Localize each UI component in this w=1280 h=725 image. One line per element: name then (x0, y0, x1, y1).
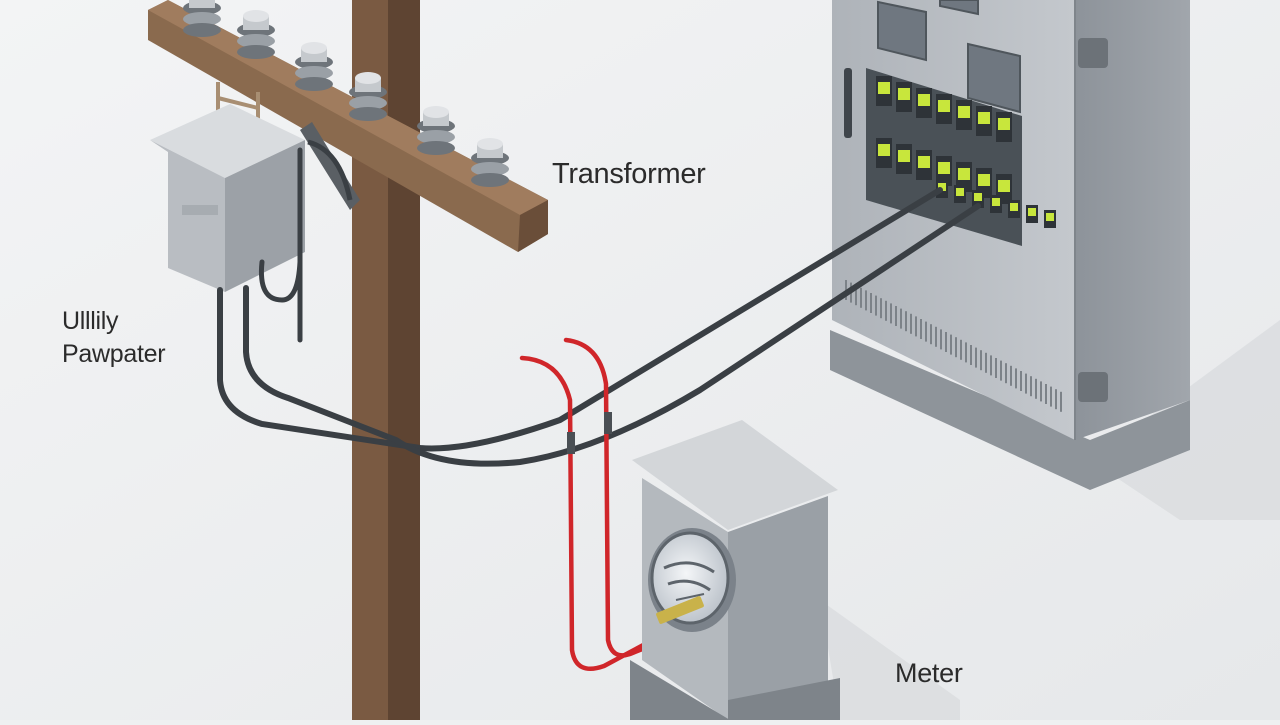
insulator-icon (183, 0, 221, 37)
meter-side (728, 496, 828, 720)
transformer-front (150, 140, 225, 292)
insulator-icon (349, 72, 387, 121)
breaker-icon (936, 156, 952, 186)
meter-dial-icon (648, 528, 736, 632)
meter-lid (632, 420, 838, 530)
meter-leads (519, 337, 703, 671)
transformer-label: Transformer (552, 158, 706, 190)
breaker-icon (954, 185, 966, 203)
utility-pole (148, 0, 548, 720)
breaker-icon (990, 195, 1002, 213)
panel-side (1075, 0, 1190, 440)
breaker-icon (1026, 205, 1038, 223)
transformer-side (225, 140, 305, 292)
breaker-icon (876, 138, 892, 168)
breaker-rows (876, 76, 1056, 228)
breaker-icon (996, 112, 1012, 142)
breaker-icon (896, 144, 912, 174)
red-lead-1 (519, 355, 693, 671)
panel-hinge-bottom (1078, 372, 1108, 402)
meter-shadow (820, 600, 960, 720)
breaker-icon (956, 100, 972, 130)
meter-box (630, 420, 840, 720)
panel-vents (845, 280, 1062, 412)
utility-label-line-1: Ulllily (62, 307, 119, 335)
panel-base (830, 330, 1190, 490)
breaker-icon (972, 190, 984, 208)
insulator-icon (471, 138, 509, 187)
breaker-icon (976, 106, 992, 136)
service-cable-2 (243, 203, 981, 467)
breaker-icon (916, 88, 932, 118)
insulators (183, 0, 509, 187)
pole-side (388, 0, 420, 720)
utility-label-line-2: Pawpater (62, 340, 166, 368)
insulator-icon (417, 106, 455, 155)
insulator-icon (295, 42, 333, 91)
service-cables (217, 147, 981, 467)
breaker-icon (876, 76, 892, 106)
breaker-icon (936, 94, 952, 124)
utility-power-label: Ulllily Pawpater (62, 305, 166, 371)
breaker-icon (956, 162, 972, 192)
meter-label: Meter (895, 658, 963, 688)
insulator-icon (237, 10, 275, 59)
panel-window-1 (877, 0, 927, 62)
pole-transformer (150, 82, 305, 292)
service-cable-1 (217, 187, 943, 452)
panel-window-2 (967, 42, 1021, 114)
red-lead-2 (563, 337, 703, 658)
pole-connector (307, 139, 353, 201)
transformer-lid (150, 104, 305, 178)
panel-hinge-top (1078, 38, 1108, 68)
distribution-panel (830, 0, 1190, 490)
breaker-icon (916, 150, 932, 180)
breaker-icon (896, 82, 912, 112)
breaker-icon (1008, 200, 1020, 218)
breaker-icon (1044, 210, 1056, 228)
